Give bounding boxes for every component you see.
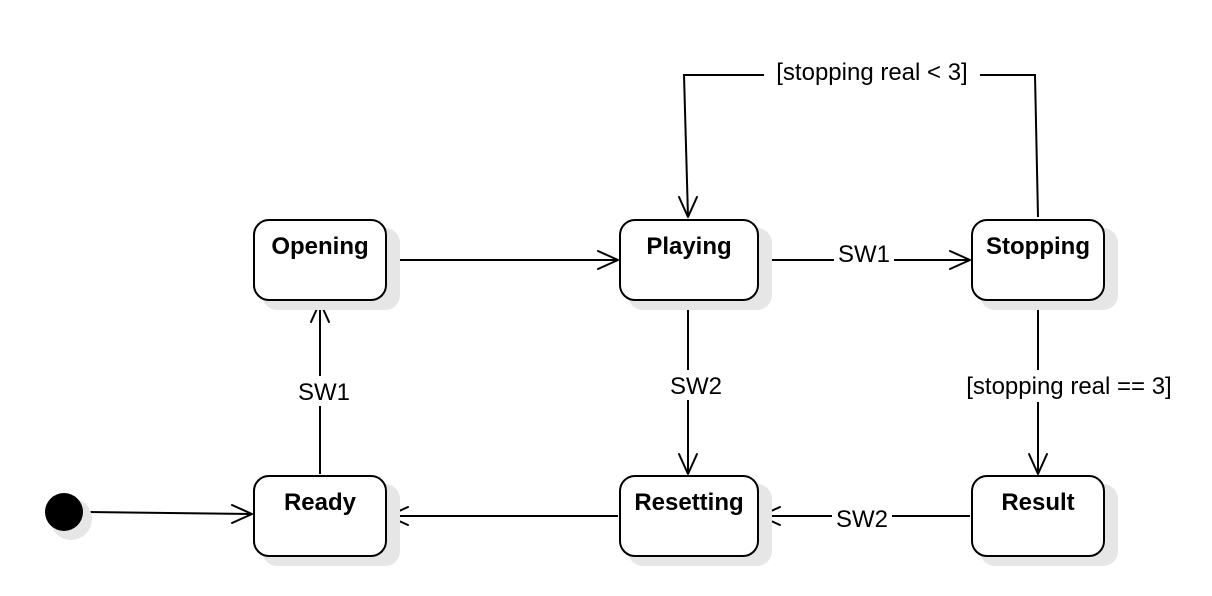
state-playing[interactable]: Playing bbox=[619, 219, 772, 310]
state-result[interactable]: Result bbox=[971, 475, 1118, 566]
label-bg-stopping-to-result bbox=[954, 370, 1184, 402]
state-ready-label: Ready bbox=[284, 489, 357, 516]
label-bg-ready-to-opening bbox=[296, 376, 354, 406]
state-resetting[interactable]: Resetting bbox=[619, 475, 772, 566]
edge-stopping-to-playing bbox=[682, 74, 1039, 218]
label-bg-result-to-resetting bbox=[832, 504, 892, 534]
arrowhead-to-playing-top bbox=[678, 196, 698, 218]
arrowhead-to-result bbox=[1028, 453, 1048, 475]
state-result-box bbox=[971, 475, 1105, 557]
arrowhead-to-resetting-top bbox=[678, 453, 698, 475]
state-opening[interactable]: Opening bbox=[253, 219, 400, 310]
state-stopping[interactable]: Stopping bbox=[971, 219, 1118, 310]
transition-label-ready-to-opening: SW1 bbox=[298, 379, 350, 406]
label-bg-stopping-to-playing bbox=[764, 58, 980, 90]
state-resetting-box bbox=[619, 475, 759, 557]
state-opening-box bbox=[253, 219, 387, 301]
transition-label-result-to-resetting: SW2 bbox=[836, 506, 888, 533]
label-bg-playing-to-resetting bbox=[666, 370, 726, 400]
arrowhead-to-playing bbox=[597, 250, 619, 270]
state-ready[interactable]: Ready bbox=[253, 475, 400, 566]
state-stopping-label: Stopping bbox=[986, 233, 1090, 260]
transition-label-playing-to-stopping: SW1 bbox=[838, 241, 890, 268]
state-result-label: Result bbox=[1001, 489, 1074, 516]
arrowhead-to-ready bbox=[231, 504, 253, 524]
state-opening-label: Opening bbox=[271, 233, 368, 260]
arrowhead-to-stopping bbox=[949, 250, 971, 270]
label-bg-playing-to-stopping bbox=[834, 240, 894, 270]
state-stopping-box bbox=[971, 219, 1105, 301]
edge-initial-to-ready bbox=[86, 511, 253, 515]
transition-label-stopping-to-result: [stopping real == 3] bbox=[966, 373, 1171, 400]
state-resetting-label: Resetting bbox=[634, 489, 743, 516]
initial-state-dot bbox=[45, 493, 83, 531]
state-playing-box bbox=[619, 219, 759, 301]
transition-label-stopping-to-playing: [stopping real < 3] bbox=[776, 59, 967, 86]
transition-label-playing-to-resetting: SW2 bbox=[670, 373, 722, 400]
state-playing-label: Playing bbox=[646, 233, 731, 260]
state-ready-box bbox=[253, 475, 387, 557]
